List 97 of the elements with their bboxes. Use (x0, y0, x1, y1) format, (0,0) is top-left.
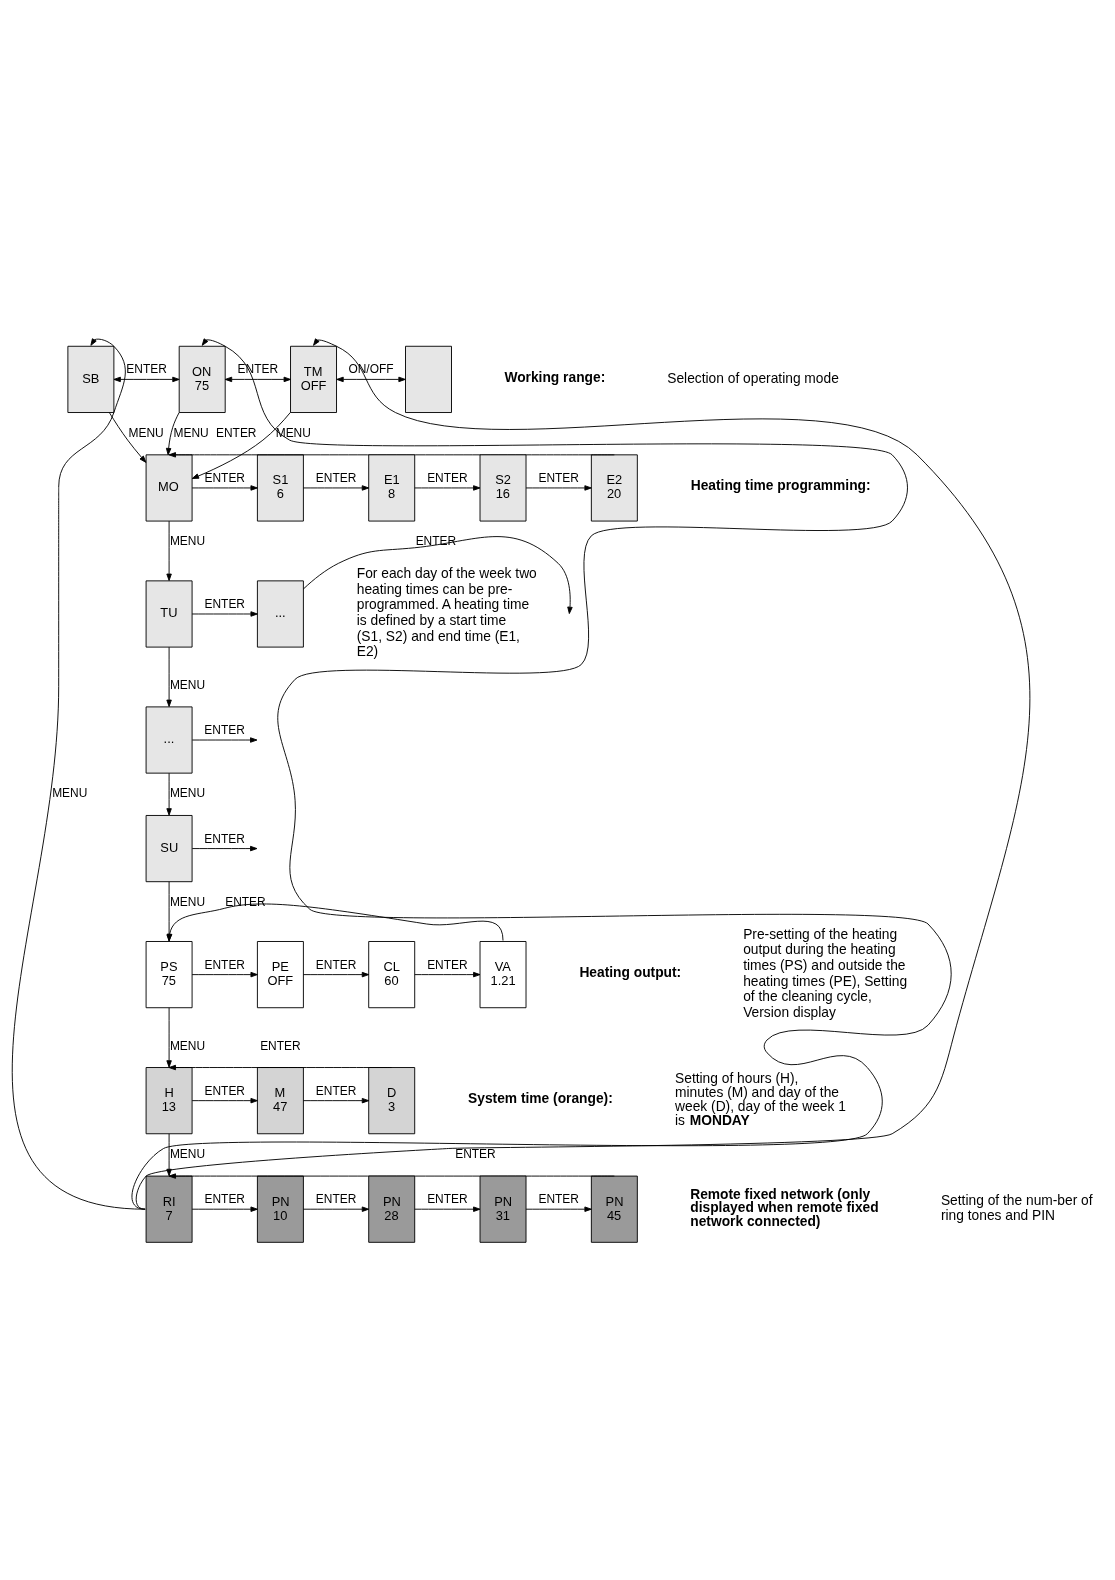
node-box: S2 16 (479, 453, 527, 522)
label: Selection of operating mode (667, 370, 839, 386)
node-box: PN 45 (590, 1175, 638, 1243)
edge-label: ENTER (216, 425, 257, 440)
edge-label: ENTER (427, 1191, 468, 1206)
edge-label: ENTER (204, 1191, 245, 1206)
arrow (191, 736, 258, 743)
edge-label: ENTER (315, 470, 357, 485)
node-box: ON 75 (178, 345, 226, 413)
edge-label: MENU (169, 1038, 206, 1052)
arrow (166, 646, 172, 707)
edge-label: ENTER (225, 894, 266, 909)
node-box: ... (256, 579, 304, 648)
edge-label: ENTER (204, 470, 245, 485)
edge-label: MENU (169, 894, 206, 909)
edge-label: MENU (173, 425, 209, 440)
node-box (405, 345, 452, 413)
arrow (166, 772, 172, 816)
edge-label: ENTER (204, 831, 245, 846)
node-box: M 47 (256, 1066, 304, 1134)
node-box: ... (145, 705, 193, 774)
node-box: VA 1.21 (479, 940, 527, 1008)
edge-label: ENTER (237, 361, 279, 376)
label: Heating time programming: (690, 477, 871, 493)
arrow (414, 484, 481, 491)
edge-label: MENU (169, 533, 206, 548)
arrow (414, 1206, 481, 1212)
label: Setting of the num-ber of ring tones and PIN (940, 1192, 1093, 1223)
edge-label: ON/OFF (348, 361, 394, 376)
node-box: RI 7 (145, 1175, 193, 1243)
node-box: TU (145, 579, 193, 648)
edge-label: ENTER (415, 533, 457, 548)
node-box: E1 8 (368, 453, 416, 522)
arrow (191, 411, 291, 479)
arrow (191, 845, 258, 851)
edge-label: MENU (169, 785, 206, 800)
edge-label: ENTER (455, 1146, 496, 1161)
label: Heating output: (579, 964, 682, 980)
label: Setting of hours (H), minutes (M) and day of the week (D), day of the week 1 is MONDAY (675, 1070, 846, 1128)
arrow (302, 535, 573, 614)
edge-label: MENU (275, 425, 311, 440)
arrow (224, 376, 291, 382)
arrow (12, 337, 146, 1210)
node-box: PN 31 (479, 1175, 527, 1243)
arrow (303, 1206, 370, 1212)
node-box: S1 6 (256, 453, 304, 522)
label: System time (orange): (468, 1090, 613, 1106)
node-box: PN 28 (368, 1175, 416, 1243)
arrow (191, 1097, 258, 1103)
node-box: SB (67, 345, 115, 413)
edge-label: MENU (169, 1146, 206, 1161)
arrow (165, 411, 180, 455)
label: Remote fixed network (only displayed when remote fixed network connected) (690, 1186, 879, 1229)
arrow (414, 971, 481, 977)
edge-label: MENU (128, 425, 164, 440)
edge-label: ENTER (260, 1038, 301, 1052)
edge-label: MENU (169, 677, 206, 692)
arrow (166, 1006, 172, 1068)
node-box: CL 60 (368, 940, 416, 1008)
arrow (525, 484, 592, 491)
edge-label: ENTER (427, 957, 468, 972)
arrow (166, 520, 172, 581)
label: Working range: (504, 369, 606, 385)
edge-label: ENTER (315, 1191, 357, 1206)
arrow (303, 1097, 370, 1103)
arrow (108, 411, 147, 463)
arrow (191, 1206, 258, 1212)
arrow (191, 610, 258, 617)
edge-label: ENTER (204, 722, 245, 737)
label: Pre-setting of the heating output during the heating times (PS) and outside the heating times (PE), Setting of the cleaning cycle, Version display (743, 926, 908, 1020)
edge-label: MENU (52, 785, 88, 800)
node-box: PN 10 (256, 1175, 304, 1243)
arrow (113, 376, 180, 382)
arrow (303, 484, 370, 491)
edge-label: ENTER (204, 1083, 245, 1098)
arrow (191, 971, 258, 977)
edge-label: ENTER (427, 470, 468, 485)
edge-label: ENTER (538, 470, 579, 485)
arrow (303, 971, 370, 977)
label: For each day of the week two heating times can be pre-programmed. A heating time is defined by a start time (S1, S2) and end time (E1, E2) (356, 565, 537, 659)
node-box: E2 20 (590, 453, 638, 522)
node-box: SU (145, 814, 193, 882)
edge-label: ENTER (538, 1191, 579, 1206)
node-box: PE OFF (256, 940, 304, 1008)
arrow (525, 1206, 592, 1212)
arrow (336, 376, 406, 382)
edge-label: ENTER (315, 1083, 357, 1098)
node-box: PS 75 (145, 940, 193, 1008)
edge-label: ENTER (126, 361, 167, 376)
arrow (168, 1064, 393, 1070)
edge-label: ENTER (315, 957, 357, 972)
node-box: D 3 (368, 1066, 416, 1134)
edge-label: ENTER (204, 957, 245, 972)
arrow (191, 484, 258, 491)
edge-label: ENTER (204, 596, 245, 611)
node-box: TM OFF (290, 345, 337, 413)
arrow (166, 1132, 172, 1176)
